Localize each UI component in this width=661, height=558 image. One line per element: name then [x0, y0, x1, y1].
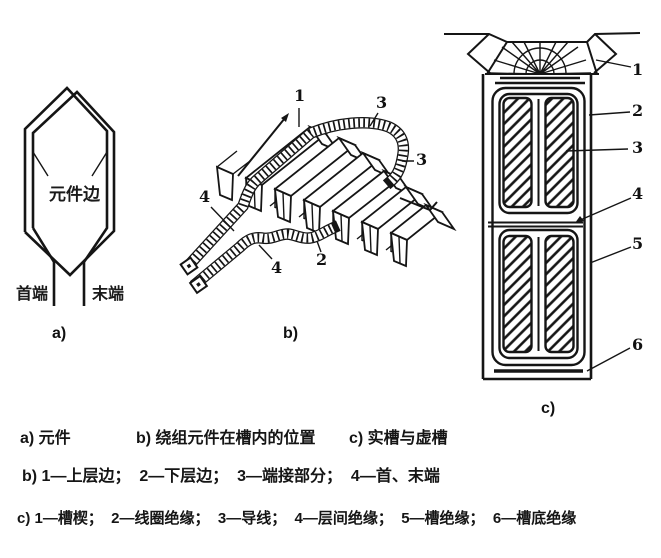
figure-b-leader-lines — [210, 108, 414, 260]
lead-end-squares — [179, 256, 209, 295]
caption-figure-b-legend: b) 1—上层边； 2—下层边； 3—端接部分； 4—首、末端 — [22, 468, 440, 485]
slot-cross-section — [444, 32, 641, 381]
figure-b-label: b) — [283, 325, 299, 342]
lead-square-1 — [179, 256, 199, 276]
core-continuation-line — [399, 197, 438, 212]
lead-square-2 — [188, 274, 209, 295]
callout-end-connection-right: 3 — [416, 150, 428, 169]
callout-slot-insulation: 5 — [632, 234, 644, 253]
callout-upper-layer-side: 1 — [294, 86, 306, 105]
tooth-tips — [466, 33, 618, 74]
winding-in-slots-view — [179, 108, 457, 295]
coil-side-label: 元件边 — [49, 185, 100, 204]
slot-walls — [481, 74, 593, 381]
lead-start-label: 首端 — [16, 286, 49, 303]
leader-4-arrowhead — [575, 216, 584, 223]
core-surface-lines — [444, 32, 641, 43]
caption-figure-b: b) 绕组元件在槽内的位置 — [136, 430, 316, 447]
figure-a-label: a) — [52, 325, 67, 342]
upper-conductor-right — [544, 96, 575, 209]
lower-conductor-right — [544, 234, 575, 354]
coil-element-outline — [23, 86, 116, 306]
caption-figure-c-legend: c) 1—槽楔； 2—线圈绝缘； 3—导线； 4—层间绝缘； 5—槽绝缘； 6—… — [17, 510, 577, 527]
callout-lead-terminals-bottom: 4 — [271, 258, 283, 277]
under-wedge-insulation-lines — [495, 76, 585, 85]
upper-conductor-left — [502, 96, 533, 209]
coil-loop-line-2 — [24, 90, 116, 277]
coil-bands — [180, 117, 410, 291]
caption-figure-c: c) 实槽与虚槽 — [349, 430, 448, 447]
callout-slot-bottom-insulation: 6 — [632, 335, 644, 354]
lead-end-label: 末端 — [92, 286, 125, 303]
caption-figure-a: a) 元件 — [20, 430, 71, 447]
callout-lead-terminals: 4 — [199, 187, 211, 206]
callout-end-connection-top: 3 — [376, 93, 388, 112]
callout-lower-layer-side: 2 — [316, 250, 328, 269]
slot-wedge-fan-arcs — [513, 47, 567, 75]
callout-interlayer-insulation: 4 — [632, 184, 644, 203]
slot-wedge-outline — [485, 41, 599, 75]
interlayer-insulation-lines — [488, 221, 583, 228]
callout-slot-wedge: 1 — [632, 60, 644, 79]
lower-coil-insulation — [498, 228, 579, 360]
figure-c-leader-lines — [565, 59, 632, 372]
upper-coil-insulation — [498, 92, 579, 215]
figure-c-label: c) — [541, 400, 556, 417]
lead-start-wire — [31, 227, 56, 306]
callout-coil-insulation: 2 — [632, 101, 644, 120]
direction-arrow — [237, 113, 438, 212]
coil-side-leader-lines — [32, 151, 108, 177]
lower-conductor-left — [502, 234, 533, 354]
callout-conductor: 3 — [632, 138, 644, 157]
